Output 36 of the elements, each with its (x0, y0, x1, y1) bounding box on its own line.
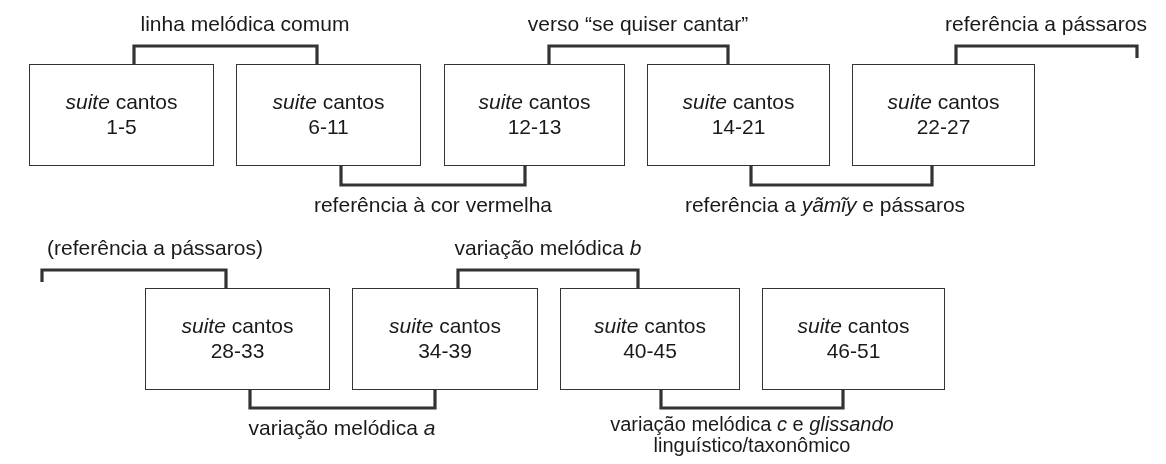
edge-label: (referência a pássaros) (47, 236, 263, 259)
process-box (236, 64, 421, 166)
box-text: suite cantos 1-5 (64, 89, 179, 140)
bracket-connector (547, 44, 730, 64)
process-box (852, 64, 1035, 166)
bracket-connector (132, 44, 319, 64)
edge-label: variação melódica b (454, 236, 642, 259)
box-text: suite cantos 12-13 (477, 89, 592, 140)
edge-label: referência a yãmĩy e pássaros (684, 193, 966, 216)
box-text: suite cantos 40-45 (592, 313, 708, 364)
process-box (444, 64, 625, 166)
edge-label: referência à cor vermelha (313, 193, 553, 216)
box-text: suite cantos 22-27 (886, 89, 1001, 140)
process-box (29, 64, 214, 166)
bracket-connector (456, 268, 640, 288)
edge-label: variação melódica a (248, 416, 436, 439)
bracket-connector (954, 44, 1139, 64)
edge-label: referência a pássaros (945, 12, 1147, 35)
process-box (647, 64, 830, 166)
process-box (352, 288, 538, 390)
process-box (762, 288, 945, 390)
process-box (560, 288, 740, 390)
bracket-connector (40, 268, 228, 288)
bracket-connector (339, 166, 527, 187)
bracket-connector (248, 390, 437, 410)
bracket-connector (659, 390, 845, 410)
box-text: suite cantos 14-21 (681, 89, 796, 140)
box-text: suite cantos 46-51 (796, 313, 911, 364)
box-text: suite cantos 28-33 (180, 313, 295, 364)
edge-label: variação melódica c e glissando linguístico/taxonômico (609, 414, 895, 456)
bracket-connector (749, 166, 934, 187)
edge-label: verso “se quiser cantar” (527, 12, 749, 35)
process-box (145, 288, 330, 390)
box-text: suite cantos 34-39 (387, 313, 503, 364)
box-text: suite cantos 6-11 (271, 89, 386, 140)
edge-label: linha melódica comum (140, 12, 350, 35)
